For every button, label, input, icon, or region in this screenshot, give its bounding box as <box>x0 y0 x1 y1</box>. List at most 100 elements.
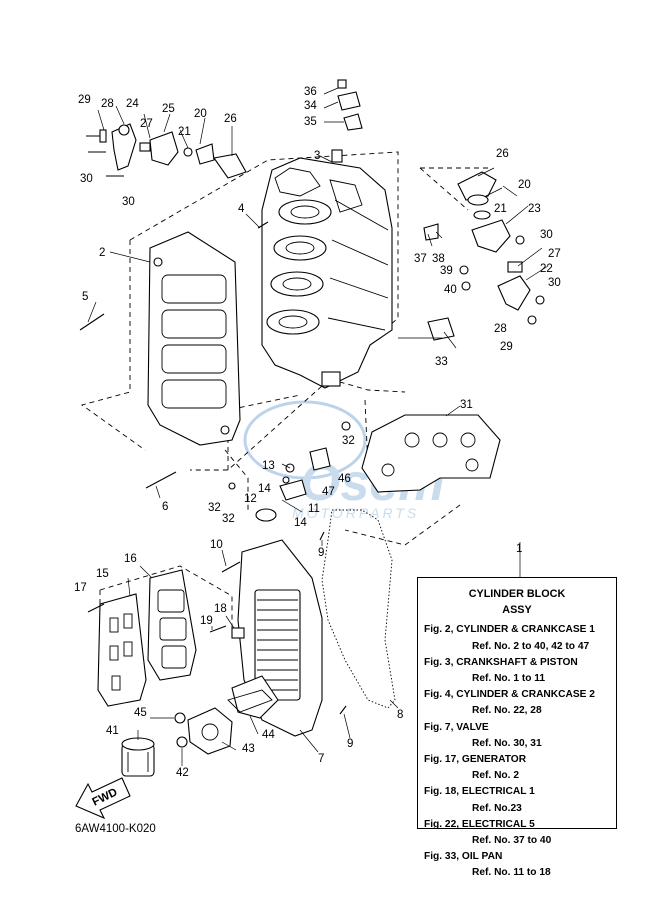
callout-17: 17 <box>74 582 87 594</box>
callout-41: 41 <box>106 725 119 737</box>
crankcase <box>147 231 241 446</box>
callout-9-lower: 9 <box>347 738 353 750</box>
top-parts <box>331 79 363 163</box>
reference-fig-line: Fig. 2, CYLINDER & CRANKCASE 1 <box>424 624 595 636</box>
reference-fig-line: Fig. 3, CRANKSHAFT & PISTON <box>424 656 578 668</box>
callout-22: 22 <box>540 263 553 275</box>
reference-fig-line: Fig. 33, OIL PAN <box>424 851 503 863</box>
callout-19: 19 <box>200 615 213 627</box>
callout-27-right: 27 <box>548 248 561 260</box>
callout-24: 24 <box>126 98 139 110</box>
callout-21-right: 21 <box>494 203 507 215</box>
callout-45: 45 <box>134 707 147 719</box>
small-parts-cluster <box>228 421 351 522</box>
cover-plate-15 <box>97 593 147 707</box>
callout-23: 23 <box>528 203 541 215</box>
gasket-16 <box>147 569 197 681</box>
callout-39: 39 <box>440 265 453 277</box>
callout-29-left: 29 <box>78 94 91 106</box>
reference-box: CYLINDER BLOCK ASSY Fig. 2, CYLINDER & C… <box>417 577 617 878</box>
callout-11: 11 <box>308 503 320 515</box>
watermark-sub: MOTORPARTS <box>292 505 419 521</box>
reference-ref-line: Ref. No.23 <box>472 802 522 814</box>
callout-31: 31 <box>460 399 473 411</box>
callout-10: 10 <box>210 539 223 551</box>
callout-9-upper: 9 <box>318 547 324 559</box>
reference-ref-line: Ref. No. 22, 28 <box>472 705 542 717</box>
callout-27-left: 27 <box>140 118 153 130</box>
thermostat-group-right <box>423 171 545 341</box>
reference-ref-line: Ref. No. 37 to 40 <box>472 835 552 847</box>
callout-15: 15 <box>96 568 109 580</box>
callout-46: 46 <box>338 473 351 485</box>
callout-30-a: 30 <box>80 173 93 185</box>
reference-ref-line: Ref. No. 2 to 40, 42 to 47 <box>472 640 590 652</box>
callout-28-right: 28 <box>494 323 507 335</box>
callout-28-left: 28 <box>101 98 114 110</box>
gasket-8 <box>321 509 396 709</box>
callout-8: 8 <box>397 709 403 721</box>
callout-3: 3 <box>314 150 320 162</box>
cooling-fins <box>257 599 298 691</box>
callout-32-b: 32 <box>208 502 221 514</box>
diagram-code: 6AW4100-K020 <box>75 823 156 835</box>
callout-25: 25 <box>162 103 175 115</box>
callout-38: 38 <box>432 253 445 265</box>
callout-47: 47 <box>322 486 335 498</box>
callout-labels: 1 2 3 4 5 6 7 8 9 9 10 11 12 13 14 14 15… <box>74 86 561 779</box>
cylinder-block <box>261 157 393 389</box>
callout-44: 44 <box>262 729 275 741</box>
callout-12: 12 <box>244 493 257 505</box>
thermostat-group-left <box>86 123 247 179</box>
callout-21-left: 21 <box>178 126 191 138</box>
gasket-31 <box>361 414 501 493</box>
callout-30-c: 30 <box>540 229 553 241</box>
cylinder-bores <box>266 199 332 335</box>
reference-ref-line: Ref. No. 2 <box>472 770 519 782</box>
reference-ref-line: Ref. No. 30, 31 <box>472 737 542 749</box>
callout-4: 4 <box>238 203 245 215</box>
reference-fig-line: Fig. 4, CYLINDER & CRANKCASE 2 <box>424 689 595 701</box>
callout-14-lower: 14 <box>294 517 307 529</box>
callout-32-a: 32 <box>342 435 355 447</box>
reference-fig-line: Fig. 22, ELECTRICAL 5 <box>424 818 535 830</box>
callout-36: 36 <box>304 86 317 98</box>
reference-fig-line: Fig. 18, ELECTRICAL 1 <box>424 786 535 798</box>
callout-14-upper: 14 <box>258 483 271 495</box>
callout-5: 5 <box>82 291 88 303</box>
callout-6: 6 <box>162 501 168 513</box>
reference-ref-line: Ref. No. 1 to 11 <box>472 673 546 685</box>
reference-ref-line: Ref. No. 11 to 18 <box>472 867 551 879</box>
callout-32-c: 32 <box>222 513 235 525</box>
callout-30-d: 30 <box>548 277 561 289</box>
callout-2: 2 <box>99 247 105 259</box>
callout-1: 1 <box>516 543 522 555</box>
fwd-arrow: FWD <box>75 777 131 820</box>
callout-18: 18 <box>214 603 227 615</box>
callout-29-right: 29 <box>500 341 513 353</box>
callout-35: 35 <box>304 116 317 128</box>
callout-33: 33 <box>435 356 448 368</box>
reference-box-subtitle: ASSY <box>502 604 532 617</box>
callout-26-left: 26 <box>224 113 237 125</box>
crankcase-bays <box>161 274 227 409</box>
reference-box-title: CYLINDER BLOCK <box>468 588 566 600</box>
callout-40: 40 <box>444 284 457 296</box>
callout-20-right: 20 <box>518 179 531 191</box>
callout-16: 16 <box>124 553 137 565</box>
exhaust-cover <box>231 539 323 737</box>
callout-13: 13 <box>262 460 275 472</box>
oil-pump-assembly <box>174 689 273 755</box>
callout-30-b: 30 <box>122 196 135 208</box>
callout-43: 43 <box>242 743 255 755</box>
callout-42: 42 <box>176 767 189 779</box>
callout-37: 37 <box>414 253 427 265</box>
oil-filter-41 <box>121 737 155 777</box>
reference-fig-line: Fig. 7, VALVE <box>424 721 489 733</box>
callout-26-right: 26 <box>496 148 509 160</box>
reference-fig-line: Fig. 17, GENERATOR <box>424 754 527 766</box>
callout-7: 7 <box>318 753 324 765</box>
callout-34: 34 <box>304 100 317 112</box>
leader-lines <box>87 87 549 766</box>
